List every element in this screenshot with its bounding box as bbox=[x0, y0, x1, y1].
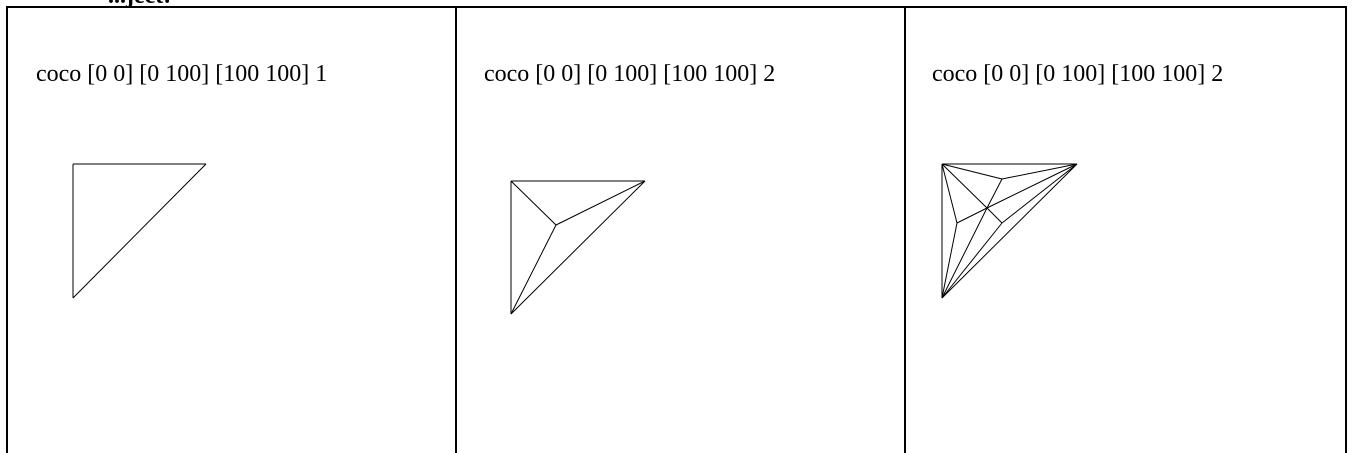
header-fragment: ...ject: bbox=[108, 0, 171, 8]
cell-caption-1: coco [0 0] [0 100] [100 100] 1 bbox=[36, 61, 328, 87]
table-divider-1 bbox=[455, 6, 457, 453]
cell-caption-3: coco [0 0] [0 100] [100 100] 2 bbox=[932, 61, 1224, 87]
edge bbox=[555, 180, 646, 226]
table-right-border bbox=[1345, 6, 1347, 453]
table-left-border bbox=[6, 6, 8, 453]
edge bbox=[941, 163, 958, 224]
edge bbox=[941, 163, 988, 209]
edge bbox=[956, 207, 988, 224]
cell-caption-2: coco [0 0] [0 100] [100 100] 2 bbox=[484, 61, 776, 87]
edge bbox=[941, 163, 1003, 180]
edge bbox=[941, 222, 958, 299]
table-cell-3: coco [0 0] [0 100] [100 100] 2 bbox=[932, 8, 1342, 453]
edge bbox=[1001, 163, 1078, 224]
edge bbox=[986, 178, 1003, 209]
edge bbox=[510, 180, 646, 315]
edge bbox=[510, 224, 557, 315]
table-cell-1: coco [0 0] [0 100] [100 100] 1 bbox=[36, 8, 446, 453]
edge bbox=[941, 222, 1003, 299]
edge bbox=[941, 207, 988, 299]
triangle-figure-1 bbox=[72, 163, 207, 299]
table-divider-2 bbox=[904, 6, 906, 453]
edge bbox=[1001, 163, 1078, 180]
edge bbox=[941, 163, 1078, 299]
triangle-figure-3 bbox=[941, 163, 1078, 299]
edge bbox=[986, 163, 1078, 209]
figure-table: coco [0 0] [0 100] [100 100] 1 coco [0 0… bbox=[6, 0, 1347, 453]
table-top-border bbox=[6, 6, 1347, 8]
table-cell-2: coco [0 0] [0 100] [100 100] 2 bbox=[484, 8, 894, 453]
edge bbox=[986, 207, 1003, 224]
edge bbox=[510, 180, 557, 226]
triangle-figure-2 bbox=[510, 180, 646, 315]
edge bbox=[72, 163, 207, 299]
